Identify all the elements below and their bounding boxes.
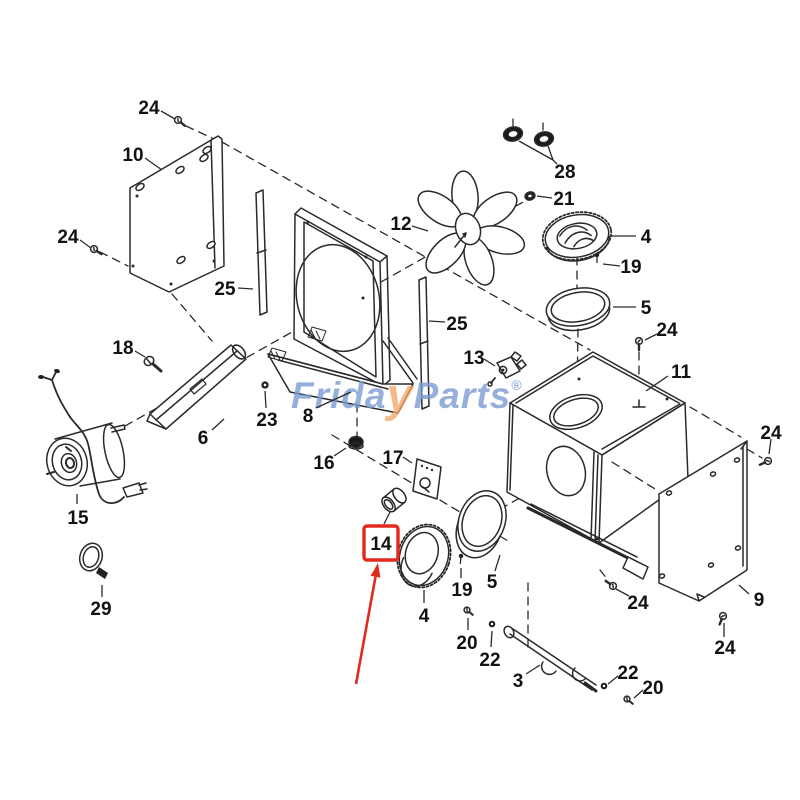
part-label-16: 16: [313, 453, 334, 474]
leader-line: [494, 554, 501, 572]
leader-line: [645, 375, 669, 392]
part-label-22: 22: [479, 650, 500, 671]
cap-14: [381, 487, 407, 513]
bearing-ring-4-top: [541, 211, 613, 262]
part-label-24: 24: [714, 638, 736, 659]
part-label-17: 17: [382, 448, 403, 469]
blower-box-11: [506, 351, 689, 580]
nut-21: [524, 191, 536, 201]
leader-line: [536, 195, 553, 199]
plate-17: [412, 458, 442, 500]
leader-line: [264, 390, 267, 409]
leaders-layer: [76, 110, 772, 699]
motor-15: [38, 368, 148, 504]
leader-line: [79, 239, 92, 249]
part-label-4: 4: [641, 227, 652, 248]
part-label-15: 15: [67, 508, 89, 529]
part-label-3: 3: [513, 671, 524, 692]
leader-line: [144, 157, 163, 171]
leader-line: [547, 145, 554, 161]
part-label-5: 5: [641, 298, 652, 319]
part-label-12: 12: [390, 214, 411, 235]
leader-line: [633, 689, 644, 699]
leader-line: [768, 438, 772, 455]
leader-line: [428, 320, 446, 323]
gasket-strip-25-right: [418, 276, 430, 410]
highlight-arrow-shaft: [354, 576, 377, 685]
leader-line: [160, 110, 176, 120]
seal-ring-5-top: [545, 287, 611, 332]
part-label-20: 20: [456, 633, 477, 654]
screw-19-bottom: [457, 552, 465, 565]
bearing-ring-4-bottom: [396, 523, 452, 589]
foot-16: [348, 435, 364, 450]
washers-22: [487, 619, 609, 691]
part-label-23: 23: [256, 410, 277, 431]
switch-13: [487, 351, 527, 387]
part-label-5: 5: [487, 572, 498, 593]
leader-line: [602, 263, 621, 267]
part-label-21: 21: [553, 189, 575, 210]
fan-frame-8: [267, 207, 418, 414]
screw-19-top: [594, 252, 600, 264]
leader-line: [134, 350, 146, 358]
highlight-arrow-head: [370, 563, 381, 578]
watermark-text: FridayParts®: [291, 368, 523, 421]
leader-line: [411, 225, 429, 232]
part-label-25: 25: [214, 279, 236, 300]
part-label-28: 28: [554, 162, 575, 183]
leader-line: [552, 159, 558, 165]
part-label-24: 24: [138, 98, 160, 119]
part-label-29: 29: [90, 599, 111, 620]
leader-line: [738, 584, 750, 595]
leader-line: [333, 447, 347, 457]
part-label-22: 22: [617, 663, 638, 684]
support-rod-3: [503, 625, 598, 693]
watermark: FridayParts®: [291, 368, 523, 421]
part-label-18: 18: [112, 338, 133, 359]
washer-23: [260, 380, 270, 390]
part-label-25: 25: [446, 314, 468, 335]
part-label-11: 11: [671, 362, 692, 383]
leader-line: [237, 287, 254, 290]
part-label-13: 13: [463, 348, 484, 369]
grommets-28: [501, 124, 556, 149]
part-label-9: 9: [754, 590, 765, 611]
side-panel-9: [658, 440, 748, 602]
fan-blade-12: [417, 170, 526, 286]
seal-ring-5-bottom: [455, 490, 507, 559]
mounting-plate-10: [129, 135, 225, 293]
part-label-4: 4: [419, 606, 430, 627]
leader-line: [490, 630, 493, 648]
leader-line: [607, 675, 619, 685]
screw-18: [143, 355, 163, 373]
gasket-strip-25-left: [255, 189, 268, 316]
leader-line: [525, 664, 541, 675]
highlight-box: [362, 524, 400, 562]
leader-line: [615, 588, 630, 597]
leader-line: [518, 140, 554, 161]
part-label-20: 20: [642, 678, 663, 699]
part-label-6: 6: [198, 428, 209, 449]
part-label-24: 24: [57, 227, 79, 248]
part-label-8: 8: [303, 406, 314, 427]
part-label-24: 24: [760, 423, 782, 444]
clamp-29: [78, 542, 108, 579]
leader-line: [483, 358, 496, 367]
leader-line: [383, 511, 391, 525]
part-label-14: 14: [370, 534, 392, 555]
leader-line: [644, 333, 658, 341]
bracket-6: [146, 344, 247, 430]
leader-line: [402, 456, 413, 464]
part-label-10: 10: [122, 145, 143, 166]
part-label-24: 24: [656, 320, 678, 341]
part-label-19: 19: [620, 257, 641, 278]
part-label-19: 19: [451, 580, 472, 601]
leader-line: [211, 418, 225, 431]
leader-line: [315, 391, 352, 409]
part-label-24: 24: [627, 593, 649, 614]
highlight-layer: [354, 524, 400, 685]
